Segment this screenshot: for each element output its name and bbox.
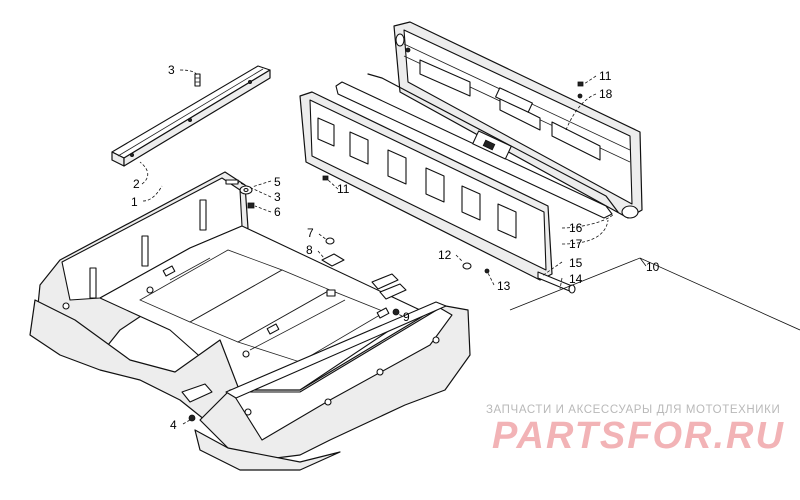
callout-18: 18 [599,87,613,101]
callout-5: 5 [274,175,281,189]
callout-13: 13 [497,279,511,293]
tailgate-outer-panel-part [393,21,643,219]
screw-11-part [322,81,584,181]
screw-part [194,73,201,87]
callout-14: 14 [569,272,583,286]
callout-15: 15 [569,256,583,270]
nut-part [247,202,255,209]
callout-11-left: 11 [337,182,350,196]
nut-9-part [392,308,400,316]
callout-1: 1 [131,195,138,209]
callout-10: 10 [646,260,660,274]
callout-11-top: 11 [599,69,612,83]
callout-2: 2 [133,177,140,191]
callout-labels: 1 2 3 3 4 5 6 7 8 9 10 11 11 12 13 14 15… [131,63,660,432]
bolt-part [225,179,239,185]
upper-rail-part [111,65,271,167]
callout-3-right: 3 [274,190,281,204]
callout-9: 9 [403,310,410,324]
seal-strip-part [335,73,619,219]
watermark-logo: PARTSFOR.RU [492,415,785,457]
callout-8: 8 [306,243,313,257]
nut-4-part [188,414,196,422]
callout-16: 16 [569,221,583,235]
callout-17: 17 [569,237,583,251]
clip-part [484,268,490,274]
callout-3-top: 3 [168,63,175,77]
cargo-box-tub-part [29,171,471,471]
callout-4: 4 [170,418,177,432]
watermark-tagline: ЗАПЧАСТИ И АКСЕССУАРЫ ДЛЯ МОТОТЕХНИКИ [486,404,781,416]
bumper-part [462,262,472,270]
callout-6: 6 [274,205,281,219]
leader-lines [139,69,800,425]
callout-7: 7 [307,226,314,240]
tailgate-inner-panel-part [299,91,553,281]
hinge-pin-part [537,271,576,294]
callout-12: 12 [438,248,452,262]
pad-part [321,253,345,297]
cap-part [325,237,335,245]
